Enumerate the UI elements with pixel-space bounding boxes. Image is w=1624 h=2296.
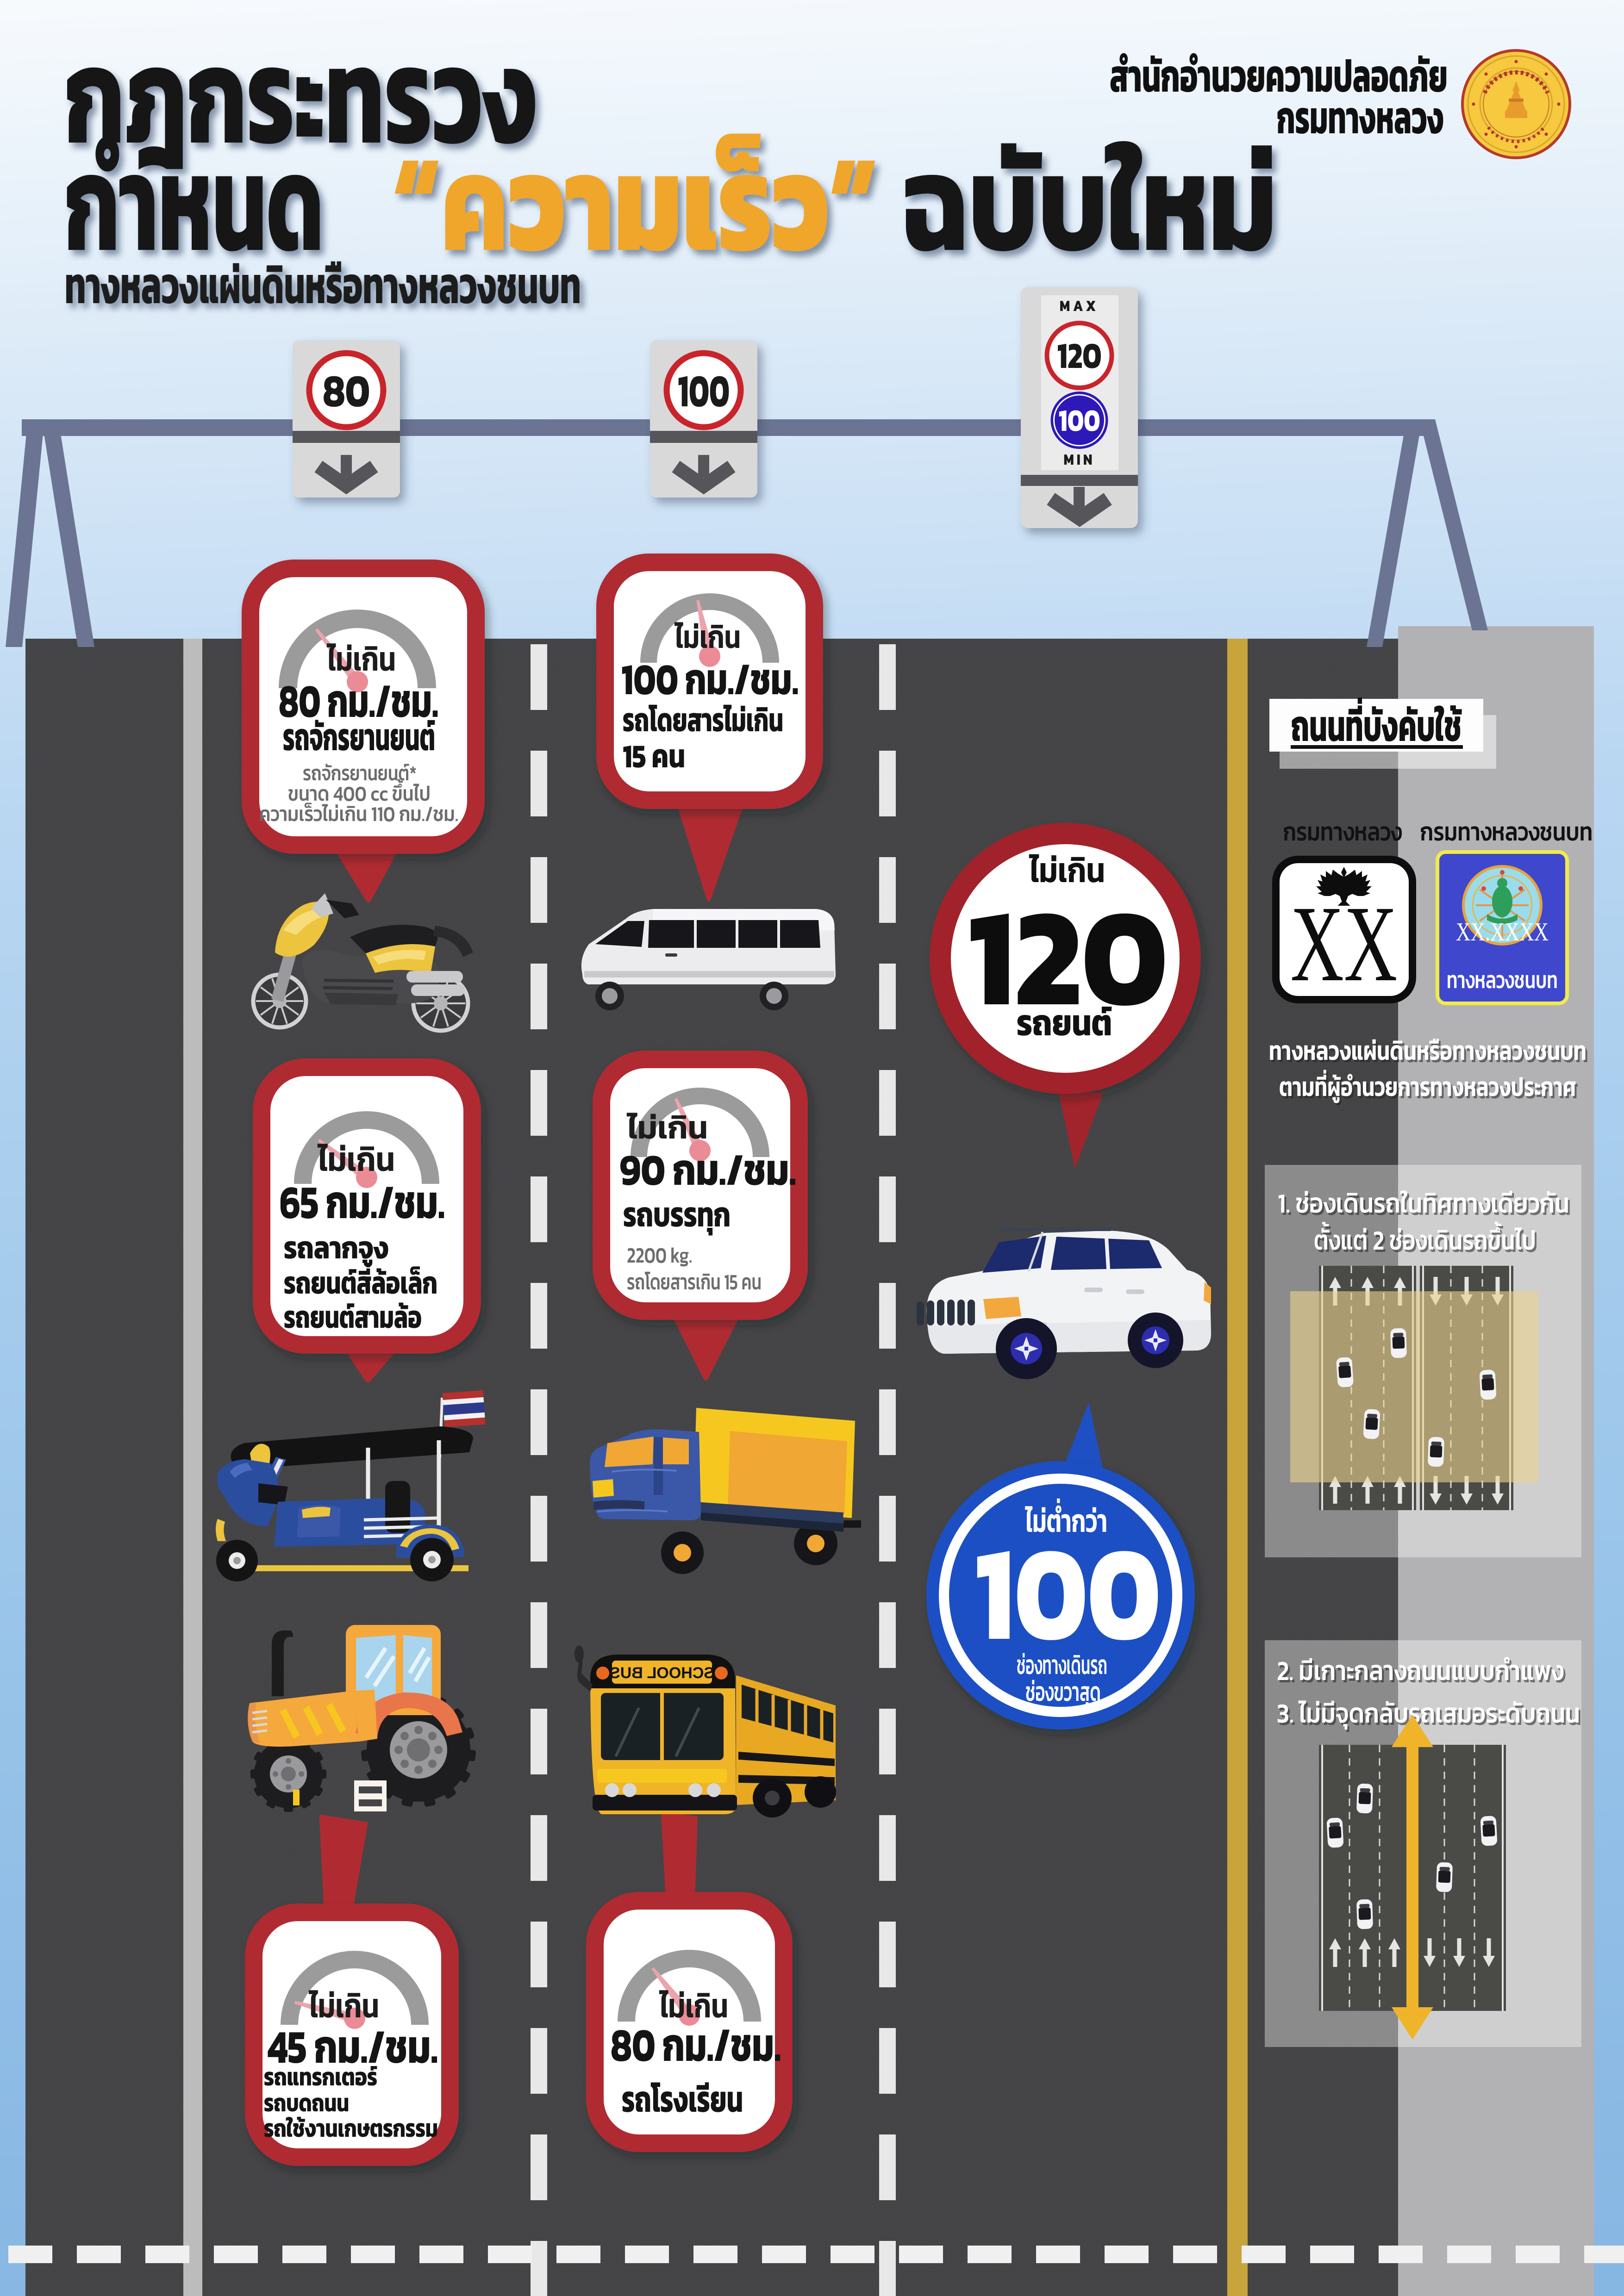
svg-text:XX.XXXX: XX.XXXX <box>1456 917 1549 946</box>
svg-text:SCHOOL BUS: SCHOOL BUS <box>610 1664 714 1682</box>
svg-text:XX: XX <box>1291 884 1398 1004</box>
